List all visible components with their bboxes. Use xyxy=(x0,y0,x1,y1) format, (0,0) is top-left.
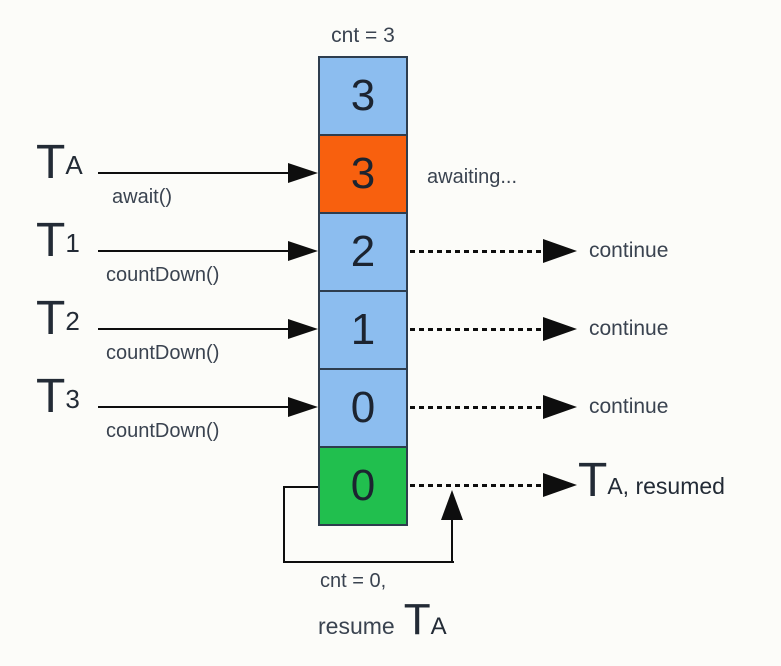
arrowhead-right-icon xyxy=(543,317,577,341)
arrowhead-up-icon xyxy=(441,490,463,520)
resume-thread-name: TA xyxy=(403,595,447,644)
latch-cell-value: 3 xyxy=(350,71,376,120)
arrowhead-right-icon xyxy=(288,241,318,261)
awaiting-label: awaiting... xyxy=(427,166,518,188)
loop-right-line xyxy=(451,516,453,563)
continue-label: continue xyxy=(589,239,669,262)
latch-cell: 1 xyxy=(318,290,408,370)
arrowhead-right-icon xyxy=(288,397,318,417)
arrowhead-right-icon xyxy=(543,473,577,497)
thread-label-t2: T2 xyxy=(36,292,80,345)
dotted-arrow-line xyxy=(410,406,543,409)
latch-cell: 0 xyxy=(318,446,408,526)
thread-call-label: await() xyxy=(112,186,173,208)
thread-call-label: countDown() xyxy=(106,420,220,442)
latch-cell-value: 2 xyxy=(350,227,376,276)
latch-cell: 3 xyxy=(318,134,408,214)
arrowhead-right-icon xyxy=(543,239,577,263)
latch-cell-value: 0 xyxy=(350,383,376,432)
latch-cell: 3 xyxy=(318,56,408,136)
resumed-label: TA, resumed xyxy=(578,454,725,507)
dotted-arrow-line xyxy=(410,250,543,253)
latch-cell: 0 xyxy=(318,368,408,448)
loop-bottom-line xyxy=(283,561,454,563)
dotted-arrow-line xyxy=(410,484,543,487)
loop-caption-line2: resume TA xyxy=(318,598,447,642)
thread-arrow-line xyxy=(98,172,290,174)
latch-cell-value: 0 xyxy=(350,461,376,510)
thread-arrow-line xyxy=(98,328,290,330)
latch-cell: 2 xyxy=(318,212,408,292)
latch-cell-value: 1 xyxy=(350,305,376,354)
thread-arrow-line xyxy=(98,406,290,408)
thread-label-t3: T3 xyxy=(36,370,80,423)
loop-caption-line1: cnt = 0, xyxy=(320,570,387,592)
loop-left-line xyxy=(283,486,285,563)
continue-label: continue xyxy=(589,395,669,418)
arrowhead-right-icon xyxy=(288,163,318,183)
resume-word: resume xyxy=(318,613,395,639)
loop-connector-line xyxy=(283,486,318,488)
continue-label: continue xyxy=(589,317,669,340)
thread-arrow-line xyxy=(98,250,290,252)
thread-label-t1: T1 xyxy=(36,214,80,267)
thread-call-label: countDown() xyxy=(106,342,220,364)
arrowhead-right-icon xyxy=(543,395,577,419)
thread-call-label: countDown() xyxy=(106,264,220,286)
counter-top-label: cnt = 3 xyxy=(331,24,395,47)
latch-cell-value: 3 xyxy=(350,149,376,198)
thread-label-ta: TA xyxy=(36,136,83,189)
arrowhead-right-icon xyxy=(288,319,318,339)
dotted-arrow-line xyxy=(410,328,543,331)
